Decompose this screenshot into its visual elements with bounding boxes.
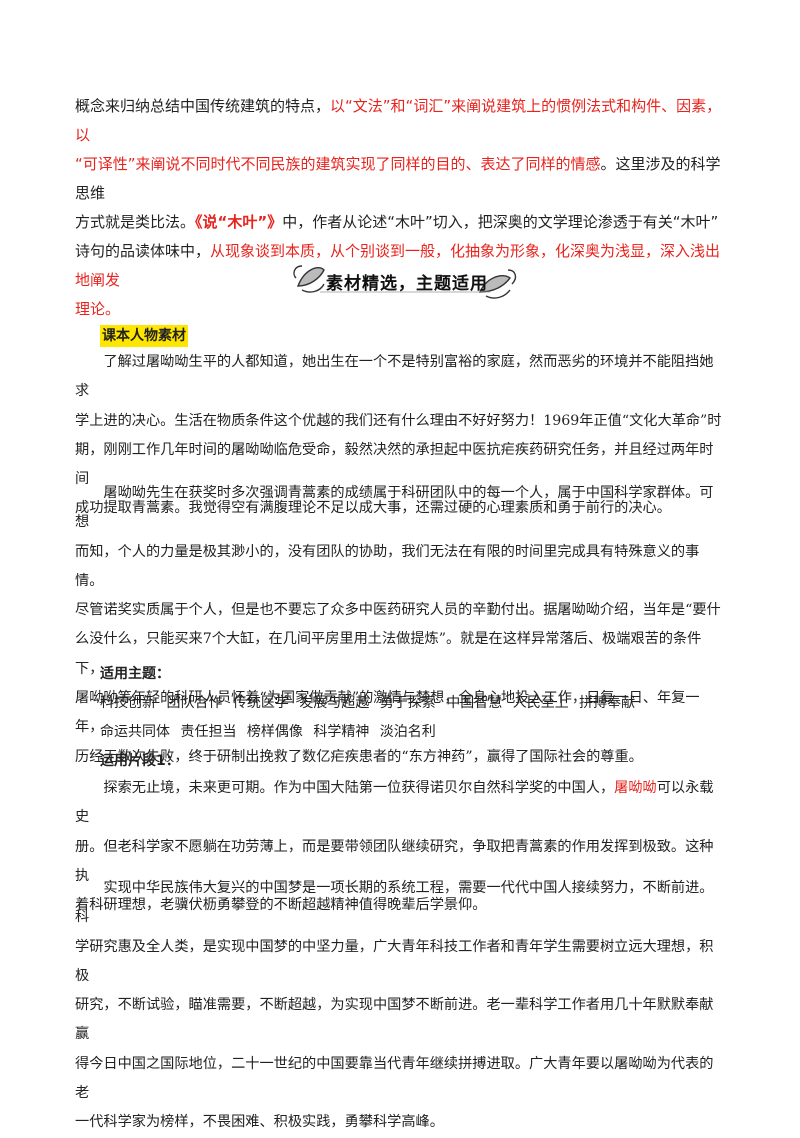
intro-red-text: “可译性”来阐说不同时代不同民族的建筑实现了同样的目的、表达了同样的情感 — [75, 155, 601, 173]
paragraph-line: 屠呦呦先生在获奖时多次强调青蒿素的成绩属于科研团队中的每一个人，属于中国科学家群… — [75, 485, 714, 531]
material-paragraph-1: 了解过屠呦呦生平的人都知道，她出生在一个不是特别富裕的家庭，然而恶劣的环境并不能… — [75, 348, 725, 524]
usage-paragraph-1: 探索无止境，未来更可期。作为中国大陆第一位获得诺贝尔自然科学奖的中国人，屠呦呦可… — [75, 774, 725, 920]
highlighted-name: 屠呦呦 — [614, 780, 657, 796]
intro-text: 方式就是类比法。 — [75, 213, 196, 231]
intro-text: 。这里涉及的科学思维 — [75, 155, 721, 202]
paragraph-line: 期，刚刚工作几年时间的屠呦呦临危受命，毅然决然的承担起中医抗疟疾药研究任务，并且… — [75, 441, 714, 488]
paragraph-line: 了解过屠呦呦生平的人都知道，她出生在一个不是特别富裕的家庭，然而恶劣的环境并不能… — [75, 354, 714, 400]
intro-red-text: 以“文法”和“词汇”来阐说建筑上的惯例法式和构件、因素，以 — [75, 97, 722, 144]
paragraph-line: 学研究惠及全人类，是实现中国梦的中坚力量，广大青年科技工作者和青年学生需要树立远… — [75, 938, 714, 984]
intro-line-2: “可译性”来阐说不同时代不同民族的建筑实现了同样的目的、表达了同样的情感。这里涉… — [75, 150, 725, 208]
paragraph-line: 成功提取青蒿素。我觉得空有满腹理论不足以成大事，还需过硬的心理素质和勇于前行的决… — [75, 500, 671, 517]
intro-line-1: 概念来归纳总结中国传统建筑的特点，以“文法”和“词汇”来阐说建筑上的惯例法式和构… — [75, 92, 725, 150]
paragraph-text: 可以永载史 — [75, 780, 714, 826]
usage-label: 运用片段1： — [100, 753, 180, 769]
intro-red-text: 从现象谈到本质，从个别谈到一般，化抽象为形象，化深奥为浅显，深入浅出地阐发 — [75, 242, 721, 289]
paragraph-line: 历经无数次失败，终于研制出挽救了数亿疟疾患者的“东方神药”，赢得了国际社会的尊重… — [75, 748, 643, 765]
intro-paragraph: 概念来归纳总结中国传统建筑的特点，以“文法”和“词汇”来阐说建筑上的惯例法式和构… — [75, 92, 725, 324]
section-banner: 素材精选，主题适用 — [290, 256, 520, 306]
themes-label: 适用主题： — [100, 666, 170, 682]
paragraph-line: 么没什么，只能买来7个大缸，在几间平房里用土法做提炼”。就是在这样异常落后、极端… — [75, 631, 702, 677]
intro-line-4: 诗句的品读体味中，从现象谈到本质，从个别谈到一般，化抽象为形象，化深奥为浅显，深… — [75, 237, 725, 295]
paragraph-line: 屠呦呦等年轻的科研人员怀着“为国家做贡献”的激情与梦想，全身心地投入工作，日复一… — [75, 690, 700, 736]
usage-paragraph-2: 实现中华民族伟大复兴的中国梦是一项长期的系统工程，需要一代代中国人接续努力，不断… — [75, 874, 725, 1138]
themes-row-2: 命运共同体 责任担当 榜样偶像 科学精神 淡泊名利 — [100, 724, 436, 740]
intro-line-3: 方式就是类比法。《说“木叶”》中，作者从论述“木叶”切入，把深奥的文学理论渗透于… — [75, 208, 725, 237]
intro-text: 中，作者从论述“木叶”切入，把深奥的文学理论渗透于有关“木叶” — [282, 213, 719, 231]
paragraph-line: 学上进的决心。生活在物质条件这个优越的我们还有什么理由不好好努力！1969年正值… — [75, 412, 722, 429]
intro-line-5: 理论。 — [75, 295, 725, 324]
banner-title: 素材精选，主题适用 — [326, 274, 488, 294]
themes-row-1: 科技创新 团队合作 传统医学 发展与超越 勇于探索 中国智慧 人民至上 拼搏奉献 — [100, 695, 636, 711]
paragraph-line: 而知，个人的力量是极其渺小的，没有团队的协助，我们无法在有限的时间里完成具有特殊… — [75, 543, 700, 589]
paragraph-line: 探索无止境，未来更可期。作为中国大陆第一位获得诺贝尔自然科学奖的中国人，屠呦呦可… — [75, 774, 725, 833]
paragraph-line: 尽管诺奖实质属于个人，但是也不要忘了众多中医药研究人员的辛勤付出。据屠呦呦介绍，… — [75, 602, 721, 619]
leaf-decoration-icon — [293, 265, 517, 299]
paragraph-line: 册。但老科学家不愿躺在功劳薄上，而是要带领团队继续研究，争取把青蒿素的作用发挥到… — [75, 838, 714, 884]
intro-text: 诗句的品读体味中， — [75, 242, 211, 260]
paragraph-text: 探索无止境，未来更可期。作为中国大陆第一位获得诺贝尔自然科学奖的中国人， — [103, 780, 615, 796]
paragraph-line: 一代科学家为榜样，不畏困难、积极实践，勇攀科学高峰。 — [75, 1114, 444, 1131]
material-paragraph-2: 屠呦呦先生在获奖时多次强调青蒿素的成绩属于科研团队中的每一个人，属于中国科学家群… — [75, 479, 725, 772]
paragraph-line: 研究，不断试验，瞄准需要，不断超越，为实现中国梦不断前进。老一辈科学工作者用几十… — [75, 997, 714, 1043]
intro-text: 概念来归纳总结中国传统建筑的特点， — [75, 97, 331, 115]
paragraph-line: 着科研理想，老骥伏枥勇攀登的不断超越精神值得晚辈后学景仰。 — [75, 897, 487, 914]
paragraph-line: 得今日中国之国际地位，二十一世纪的中国要靠当代青年继续拼搏进取。广大青年要以屠呦… — [75, 1055, 714, 1102]
section-tag: 课本人物素材 — [100, 325, 188, 347]
paragraph-line: 实现中华民族伟大复兴的中国梦是一项长期的系统工程，需要一代代中国人接续努力，不断… — [75, 880, 714, 926]
intro-red-text: 理论。 — [75, 300, 121, 318]
intro-title-ref: 《说“木叶”》 — [195, 213, 283, 231]
